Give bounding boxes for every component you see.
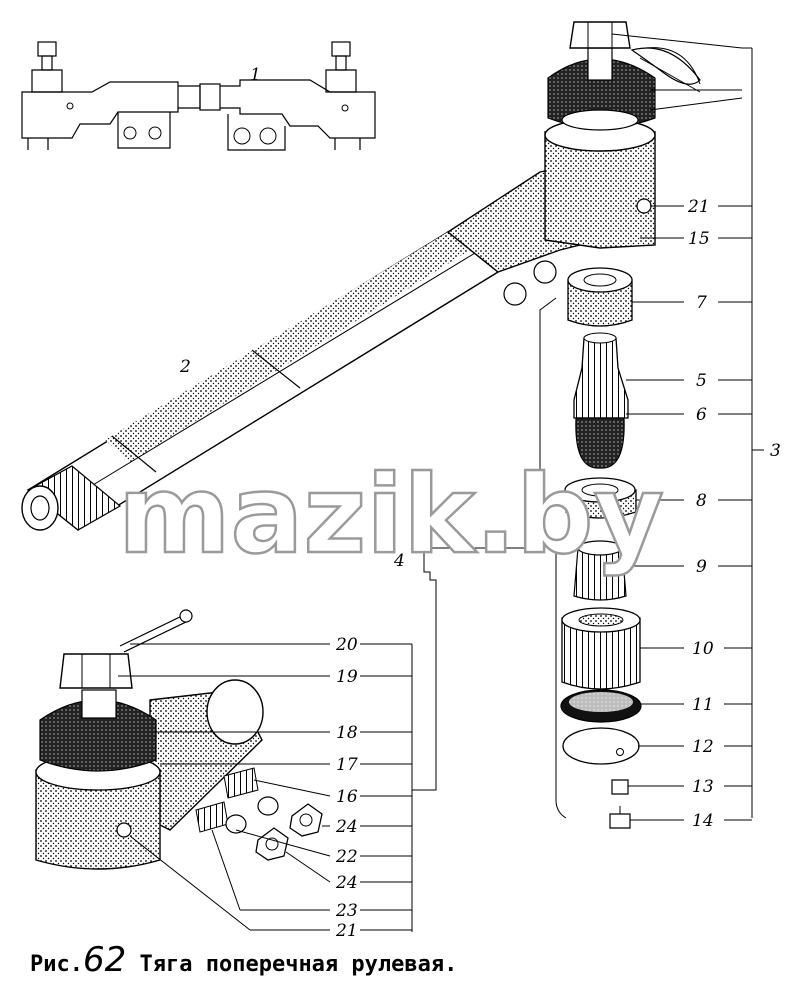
callout-4: 4 bbox=[393, 551, 405, 571]
callout-23: 23 bbox=[335, 901, 358, 921]
assembly-overview bbox=[21, 41, 376, 151]
callout-13: 13 bbox=[692, 777, 714, 797]
bracket-4 bbox=[412, 47, 753, 819]
callout-8: 8 bbox=[696, 491, 707, 511]
callout-20: 20 bbox=[335, 635, 358, 655]
watermark-text: mazik.by bbox=[118, 453, 664, 578]
callout-15: 15 bbox=[688, 229, 710, 249]
callout-labels: 1 2 3 4 5 6 7 8 9 10 11 12 13 14 15 16 1… bbox=[179, 65, 781, 941]
callout-16: 16 bbox=[336, 787, 358, 807]
callout-10: 10 bbox=[692, 639, 714, 659]
callout-24-lower: 24 bbox=[335, 873, 358, 893]
callout-11: 11 bbox=[692, 695, 714, 715]
caption-title: Тяга поперечная рулевая. bbox=[139, 952, 458, 977]
callout-12: 12 bbox=[692, 737, 714, 757]
figure-caption: Рис.62 Тяга поперечная рулевая. bbox=[30, 940, 457, 980]
tie-rod-tube bbox=[21, 231, 500, 531]
callout-6: 6 bbox=[696, 405, 707, 425]
callout-2: 2 bbox=[179, 357, 191, 377]
callout-18: 18 bbox=[336, 723, 358, 743]
callout-5: 5 bbox=[696, 371, 707, 391]
callout-3: 3 bbox=[770, 441, 781, 461]
callout-24-upper: 24 bbox=[335, 817, 358, 837]
leader-lines bbox=[118, 33, 764, 932]
callout-1: 1 bbox=[250, 65, 261, 85]
tie-rod-end-right bbox=[446, 21, 701, 306]
caption-number: 62 bbox=[82, 940, 127, 980]
callout-21-bottom: 21 bbox=[335, 921, 358, 941]
callout-9: 9 bbox=[696, 557, 707, 577]
callout-19: 19 bbox=[336, 667, 358, 687]
callout-22: 22 bbox=[335, 847, 358, 867]
callout-7: 7 bbox=[696, 293, 707, 313]
caption-prefix: Рис. bbox=[30, 952, 83, 977]
exploded-parts bbox=[560, 47, 701, 829]
callout-21-top: 21 bbox=[687, 197, 710, 217]
tie-rod-end-left bbox=[35, 609, 323, 870]
callout-14: 14 bbox=[692, 811, 714, 831]
callout-17: 17 bbox=[336, 755, 358, 775]
